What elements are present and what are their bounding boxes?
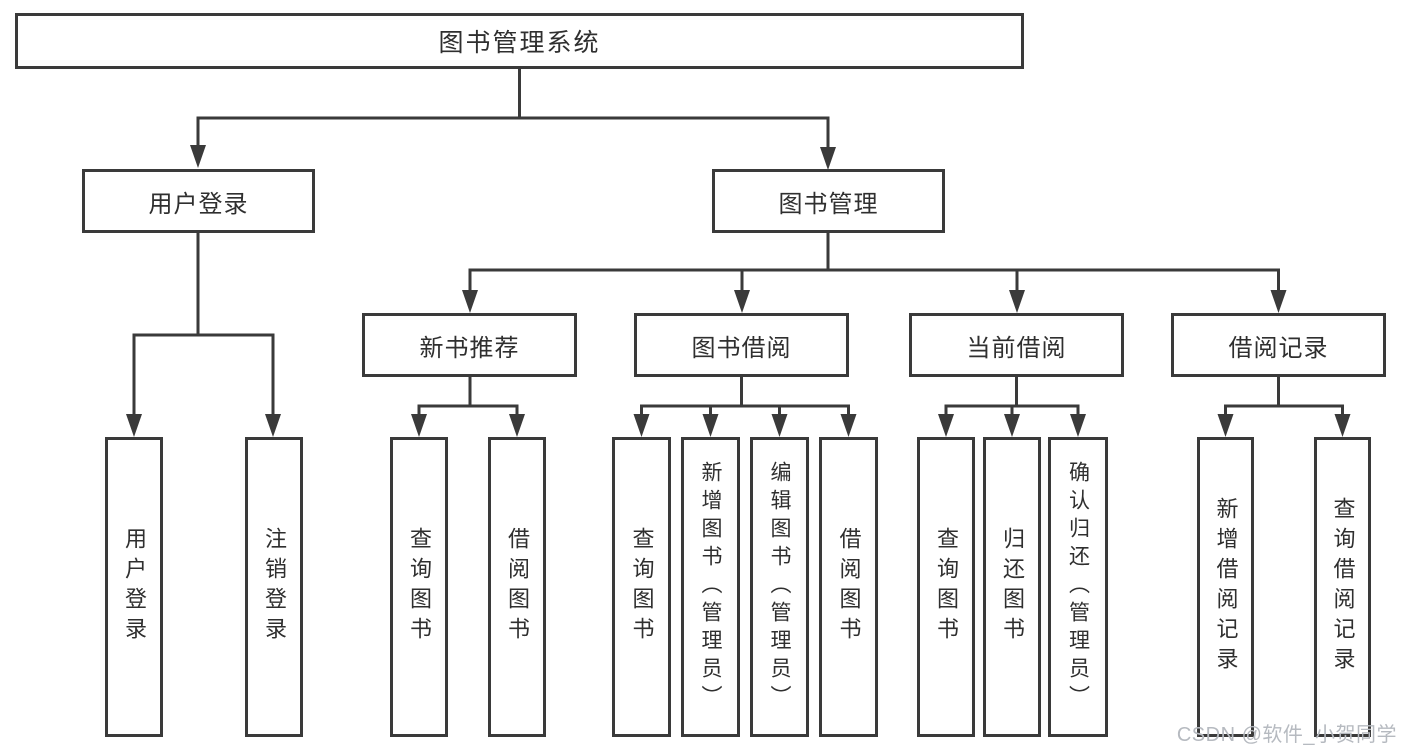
leaf-logout: 注销登录 — [245, 437, 303, 737]
root-connector-lines — [196, 69, 830, 149]
leaf-borrow-books-recommend: 借阅图书 — [488, 437, 546, 737]
node-book-management: 图书管理 — [712, 169, 945, 233]
node-borrowing-records: 借阅记录 — [1171, 313, 1386, 377]
leaf-query-books-borrowing: 查询图书 — [612, 437, 671, 737]
leaf-borrow-books-borrowing: 借阅图书 — [819, 437, 878, 737]
node-current-borrowing: 当前借阅 — [909, 313, 1124, 377]
node-root-label: 图书管理系统 — [438, 29, 601, 57]
leaf-query-borrow-record-label: 查询借阅记录 — [1330, 497, 1356, 677]
leaf-add-books-admin: 新增图书（管理员） — [681, 437, 740, 737]
leaf-return-books-label: 归还图书 — [1000, 527, 1025, 647]
node-current-borrowing-label: 当前借阅 — [966, 334, 1067, 362]
leaf-query-books-current: 查询图书 — [917, 437, 975, 737]
node-root: 图书管理系统 — [15, 13, 1024, 69]
leaf-borrow-books-recommend-label: 借阅图书 — [505, 527, 530, 647]
arrowheads — [126, 145, 1351, 437]
node-book-borrowing: 图书借阅 — [634, 313, 849, 377]
leaf-return-books: 归还图书 — [983, 437, 1041, 737]
leaf-add-borrow-record: 新增借阅记录 — [1197, 437, 1254, 737]
node-new-book-recommend: 新书推荐 — [362, 313, 577, 377]
leaf-borrow-books-borrowing-label: 借阅图书 — [836, 527, 862, 647]
level3-connector-lines — [417, 377, 1344, 416]
user-login-connector-lines — [132, 233, 275, 416]
node-new-book-recommend-label: 新书推荐 — [419, 334, 520, 362]
node-user-login-label: 用户登录 — [148, 190, 249, 218]
leaf-query-books-borrowing-label: 查询图书 — [629, 527, 655, 647]
leaf-query-books-recommend-label: 查询图书 — [407, 527, 432, 647]
book-management-connector-lines — [468, 233, 1280, 291]
leaf-edit-books-admin: 编辑图书（管理员） — [750, 437, 809, 737]
leaf-edit-books-admin-label: 编辑图书（管理员） — [768, 461, 791, 713]
leaf-add-books-admin-label: 新增图书（管理员） — [699, 461, 722, 713]
leaf-query-books-current-label: 查询图书 — [934, 527, 959, 647]
node-user-login: 用户登录 — [82, 169, 315, 233]
leaf-logout-label: 注销登录 — [262, 527, 287, 647]
watermark-text: CSDN @软件_小贺同学 — [1176, 724, 1397, 746]
leaf-add-borrow-record-label: 新增借阅记录 — [1213, 497, 1239, 677]
leaf-confirm-return-admin: 确认归还（管理员） — [1048, 437, 1108, 737]
node-borrowing-records-label: 借阅记录 — [1228, 334, 1329, 362]
leaf-user-login: 用户登录 — [105, 437, 163, 737]
node-book-borrowing-label: 图书借阅 — [691, 334, 792, 362]
leaf-query-borrow-record: 查询借阅记录 — [1314, 437, 1371, 737]
leaf-confirm-return-admin-label: 确认归还（管理员） — [1066, 461, 1090, 713]
leaf-query-books-recommend: 查询图书 — [390, 437, 448, 737]
leaf-user-login-label: 用户登录 — [122, 527, 147, 647]
node-book-management-label: 图书管理 — [778, 190, 879, 218]
